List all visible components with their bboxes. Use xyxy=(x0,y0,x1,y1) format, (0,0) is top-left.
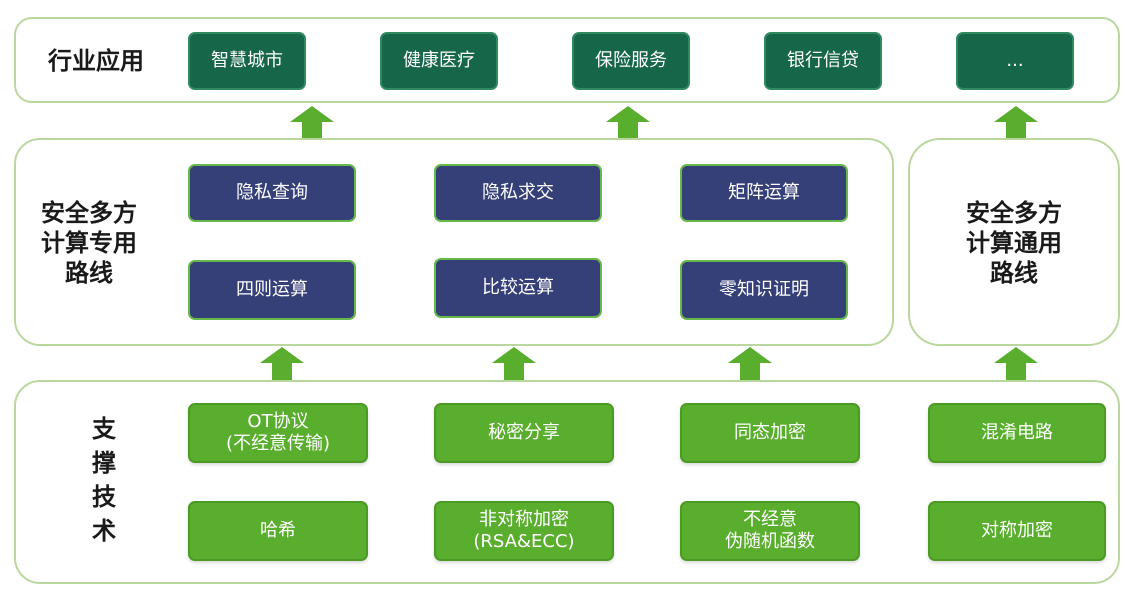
up-arrow xyxy=(994,347,1038,381)
special-item-private-intersection: 隐私求交 xyxy=(434,164,602,222)
industry-label: 行业应用 xyxy=(48,47,144,75)
special-item-zero-knowledge: 零知识证明 xyxy=(680,260,848,320)
special-item-private-query: 隐私查询 xyxy=(188,164,356,222)
up-arrow xyxy=(260,347,304,381)
industry-item-more: ... xyxy=(956,32,1074,90)
industry-item-bank-credit: 银行信贷 xyxy=(764,32,882,90)
support-item-asymmetric-encryption: 非对称加密 (RSA&ECC) xyxy=(434,501,614,561)
special-item-matrix-op: 矩阵运算 xyxy=(680,164,848,222)
up-arrow xyxy=(290,106,334,140)
industry-item-healthcare: 健康医疗 xyxy=(380,32,498,90)
support-item-symmetric-encryption: 对称加密 xyxy=(928,501,1106,561)
general-route-panel xyxy=(908,138,1120,346)
support-item-secret-sharing: 秘密分享 xyxy=(434,403,614,463)
industry-item-smart-city: 智慧城市 xyxy=(188,32,306,90)
special-item-comparison: 比较运算 xyxy=(434,258,602,318)
general-route-label: 安全多方 计算通用 路线 xyxy=(966,199,1062,287)
support-item-ot-protocol: OT协议 (不经意传输) xyxy=(188,403,368,463)
support-tech-label: 支 撑 技 术 xyxy=(92,415,116,545)
up-arrow xyxy=(492,347,536,381)
industry-item-insurance: 保险服务 xyxy=(572,32,690,90)
up-arrow xyxy=(728,347,772,381)
support-item-garbled-circuit: 混淆电路 xyxy=(928,403,1106,463)
special-route-label: 安全多方 计算专用 路线 xyxy=(41,199,137,287)
support-item-hash: 哈希 xyxy=(188,501,368,561)
up-arrow xyxy=(606,106,650,140)
support-item-oblivious-prf: 不经意 伪随机函数 xyxy=(680,501,860,561)
up-arrow xyxy=(994,106,1038,140)
support-item-homomorphic-encryption: 同态加密 xyxy=(680,403,860,463)
special-item-arithmetic: 四则运算 xyxy=(188,260,356,320)
industry-panel xyxy=(14,17,1120,103)
